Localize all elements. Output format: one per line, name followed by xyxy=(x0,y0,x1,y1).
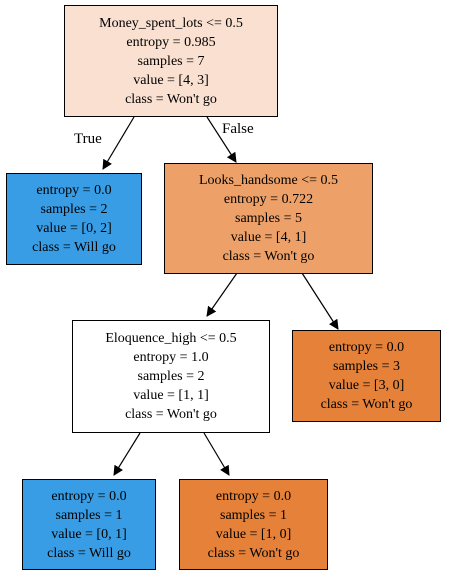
node-line: entropy = 1.0 xyxy=(133,350,209,365)
node-line: Eloquence_high <= 0.5 xyxy=(105,331,237,346)
node-line: samples = 3 xyxy=(333,359,400,374)
node-line: value = [4, 1] xyxy=(230,230,307,245)
edge-looks-to-eloquence xyxy=(206,272,238,317)
node-line: entropy = 0.0 xyxy=(51,488,127,504)
node-line: class = Won't go xyxy=(222,249,315,264)
node-line: entropy = 0.0 xyxy=(215,488,292,504)
node-line: class = Won't go xyxy=(320,397,413,412)
node-line: class = Will go xyxy=(32,240,116,255)
node-line: samples = 5 xyxy=(235,211,302,226)
node-line: samples = 2 xyxy=(40,202,108,217)
node-line: entropy = 0.0 xyxy=(328,340,405,355)
node-line: value = [0, 1] xyxy=(51,526,127,542)
edge-looks-to-leaf xyxy=(301,272,339,330)
node-line: class = Won't go xyxy=(207,545,300,561)
node-leaf-will-go-1: entropy = 0.0 samples = 1 value = [0, 1]… xyxy=(22,479,156,570)
edge-eloquence-to-right-leaf xyxy=(203,432,230,476)
node-line: entropy = 0.722 xyxy=(223,192,314,207)
node-leaf-wont-go-1: entropy = 0.0 samples = 1 value = [1, 0]… xyxy=(179,479,328,570)
node-line: Money_spent_lots <= 0.5 xyxy=(99,15,243,31)
node-line: value = [1, 0] xyxy=(215,526,292,542)
node-money-spent-lots: Money_spent_lots <= 0.5 entropy = 0.985 … xyxy=(64,5,278,117)
node-line: Looks_handsome <= 0.5 xyxy=(198,173,339,188)
node-line: samples = 2 xyxy=(137,369,205,384)
node-line: samples = 1 xyxy=(55,507,123,523)
node-line: class = Will go xyxy=(47,545,131,561)
node-line: class = Won't go xyxy=(125,407,217,422)
node-line: value = [4, 3] xyxy=(133,72,209,88)
node-line: class = Won't go xyxy=(125,91,217,107)
node-line: entropy = 0.0 xyxy=(36,183,112,198)
edge-root-to-right xyxy=(206,116,237,163)
node-leaf-will-go-2: entropy = 0.0 samples = 2 value = [0, 2]… xyxy=(6,173,142,265)
node-eloquence-high: Eloquence_high <= 0.5 entropy = 1.0 samp… xyxy=(72,320,270,433)
edge-label-false: False xyxy=(222,121,254,137)
node-leaf-wont-go-3: entropy = 0.0 samples = 3 value = [3, 0]… xyxy=(292,330,441,422)
node-line: value = [0, 2] xyxy=(36,221,112,236)
node-line: samples = 7 xyxy=(137,53,205,69)
node-line: entropy = 0.985 xyxy=(126,34,216,50)
edge-eloquence-to-left-leaf xyxy=(113,432,141,476)
edge-root-to-left xyxy=(102,116,135,170)
node-line: value = [1, 1] xyxy=(133,388,209,403)
node-line: samples = 1 xyxy=(220,507,287,523)
node-line: value = [3, 0] xyxy=(328,378,405,393)
edge-label-true: True xyxy=(74,131,102,147)
node-looks-handsome: Looks_handsome <= 0.5 entropy = 0.722 sa… xyxy=(164,163,373,274)
